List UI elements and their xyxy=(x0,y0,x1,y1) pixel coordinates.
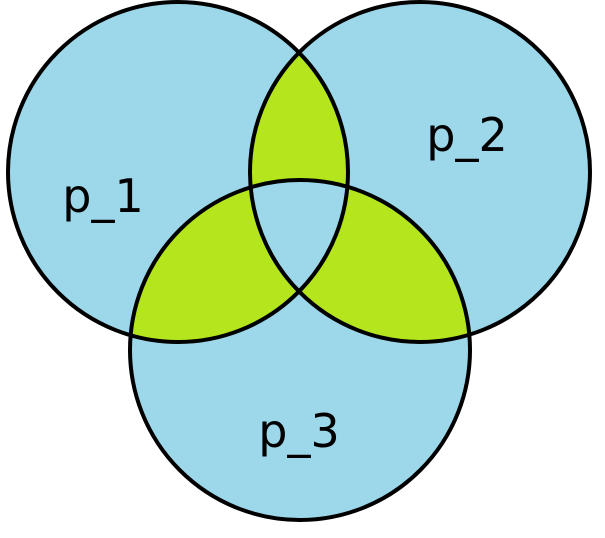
set-p1-outline xyxy=(6,0,350,344)
set-label-p2: p_2 xyxy=(426,108,507,162)
set-p3-outline xyxy=(128,178,472,522)
set-label-p1: p_1 xyxy=(62,169,143,223)
set-p2-outline xyxy=(248,0,592,344)
set-label-p3: p_3 xyxy=(258,404,339,458)
overlap-p2-p3 xyxy=(250,180,470,342)
overlap-p1-p3 xyxy=(130,180,348,342)
